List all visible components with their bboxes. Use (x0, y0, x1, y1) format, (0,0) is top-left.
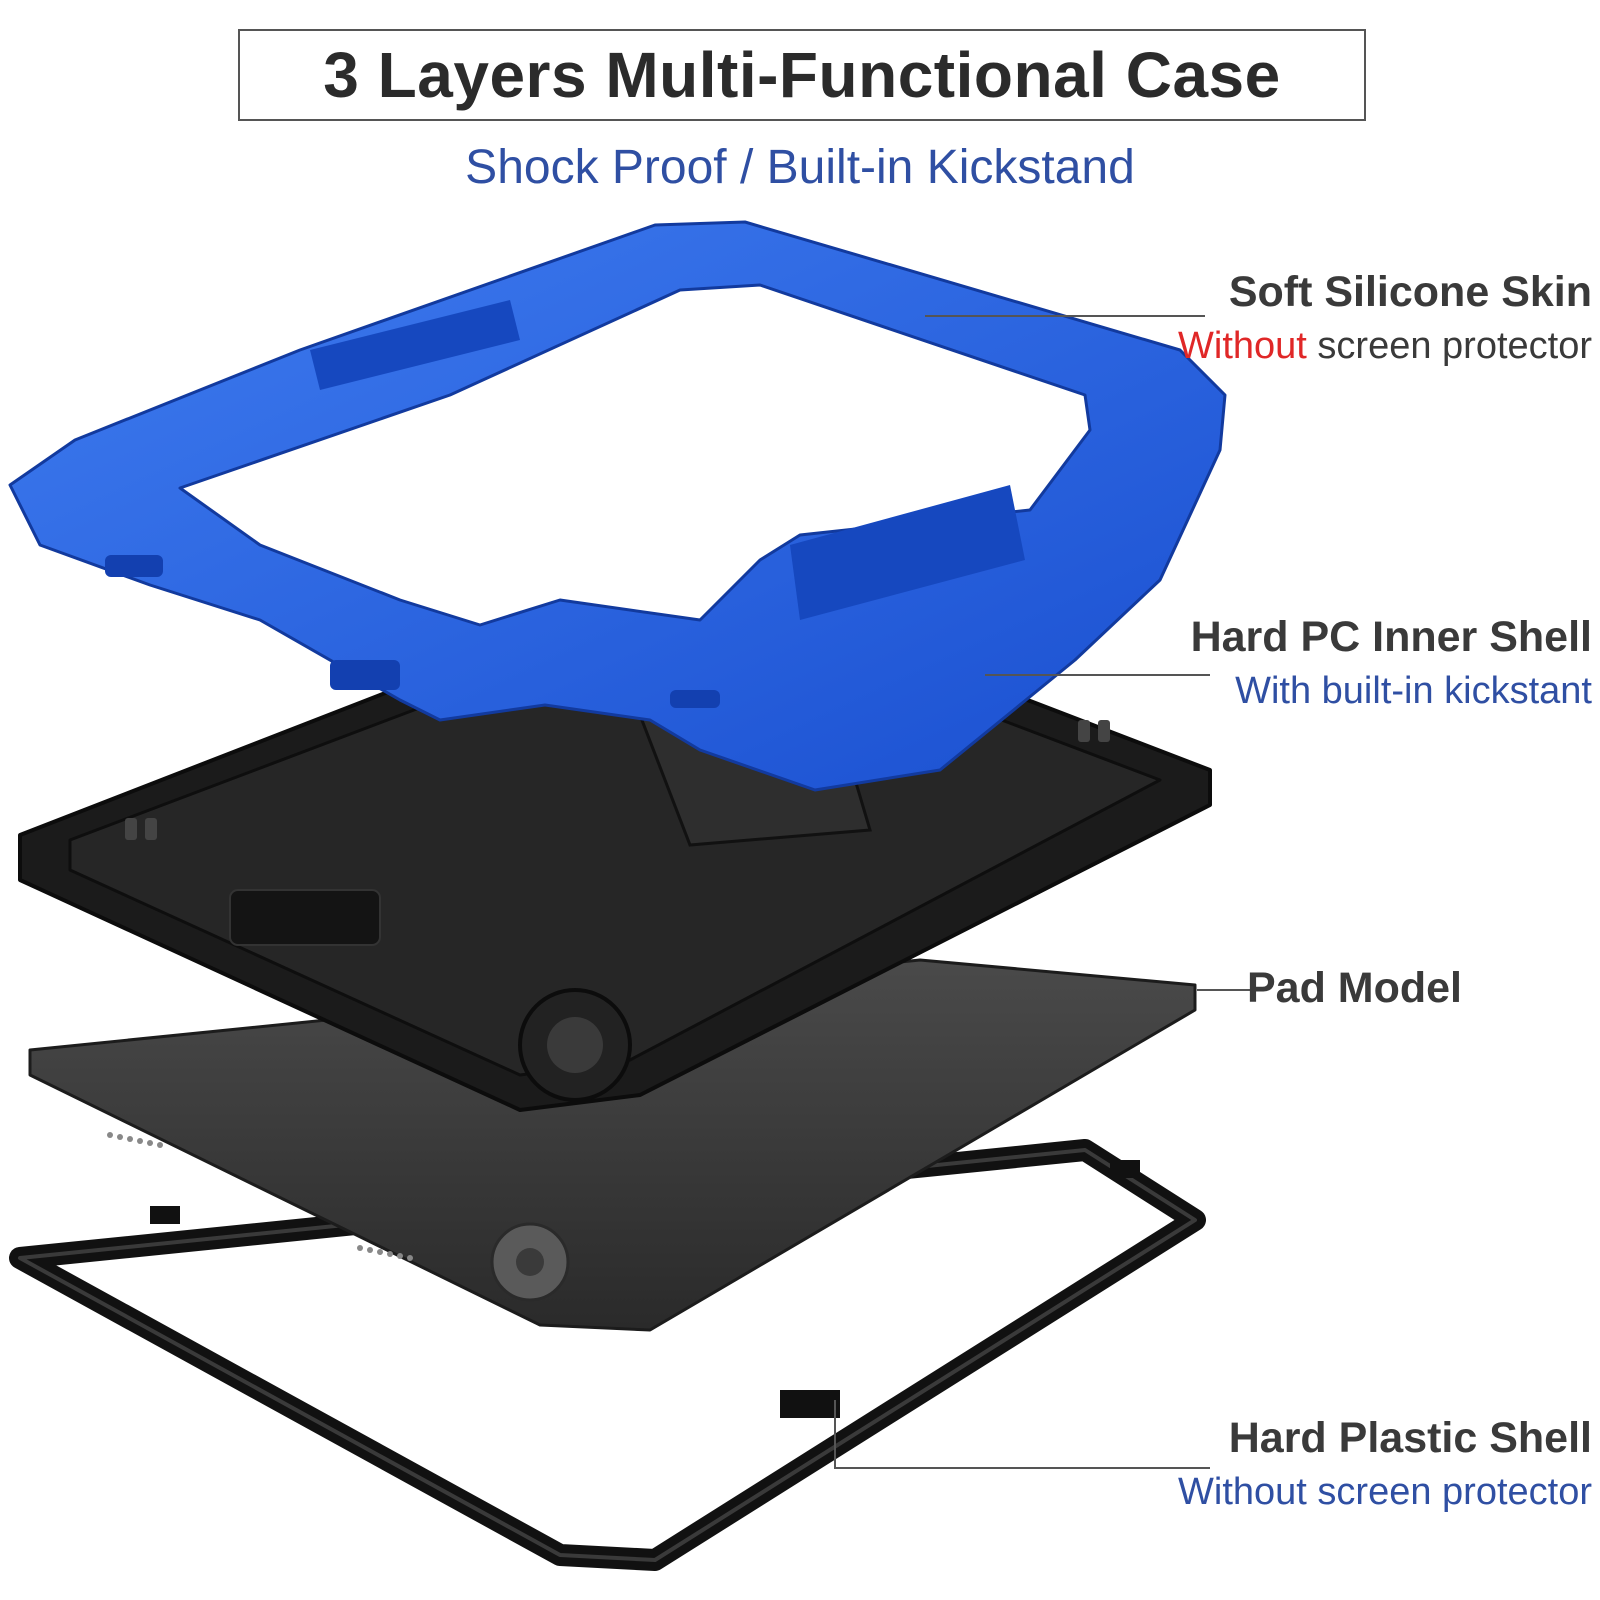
callout-hard-pc-inner-shell: Hard PC Inner Shell With built-in kickst… (1191, 611, 1592, 718)
callout-accent-text: Without (1178, 324, 1307, 367)
callout-pad-model: Pad Model (1247, 962, 1462, 1016)
frame-clip (780, 1390, 840, 1418)
speaker-grille (107, 1132, 413, 1261)
page-title: 3 Layers Multi-Functional Case (323, 39, 1281, 111)
callout-label: Hard PC Inner Shell (1190, 613, 1592, 661)
leader-lines (834, 315, 1262, 1469)
callout-hard-plastic-shell: Hard Plastic Shell Without screen protec… (1178, 1412, 1592, 1519)
callout-soft-silicone-skin: Soft Silicone Skin Without screen protec… (1178, 266, 1592, 373)
callout-label: Pad Model (1246, 964, 1462, 1012)
soft-silicone-skin-frame (8, 220, 1227, 792)
callout-rest-text: screen protector (1306, 324, 1592, 367)
button-covers (105, 555, 720, 708)
leader-line-plastic-shell (834, 1400, 1210, 1469)
hand-strap (229, 889, 381, 946)
callout-description: Without screen protector (1178, 1470, 1592, 1513)
frame-clip (1110, 1160, 1140, 1178)
grip-texture (310, 300, 1025, 620)
page-subtitle: Shock Proof / Built-in Kickstand (465, 141, 1135, 194)
callout-label: Soft Silicone Skin (1228, 268, 1592, 316)
callout-description: With built-in kickstant (1235, 669, 1592, 712)
pad-model (28, 958, 1197, 1332)
callout-label: Hard Plastic Shell (1228, 1414, 1592, 1462)
title-box: 3 Layers Multi-Functional Case (238, 29, 1366, 121)
callout-description: Without screen protector (1178, 320, 1592, 373)
corner-slots (125, 720, 1110, 840)
frame-clip (150, 1206, 180, 1224)
